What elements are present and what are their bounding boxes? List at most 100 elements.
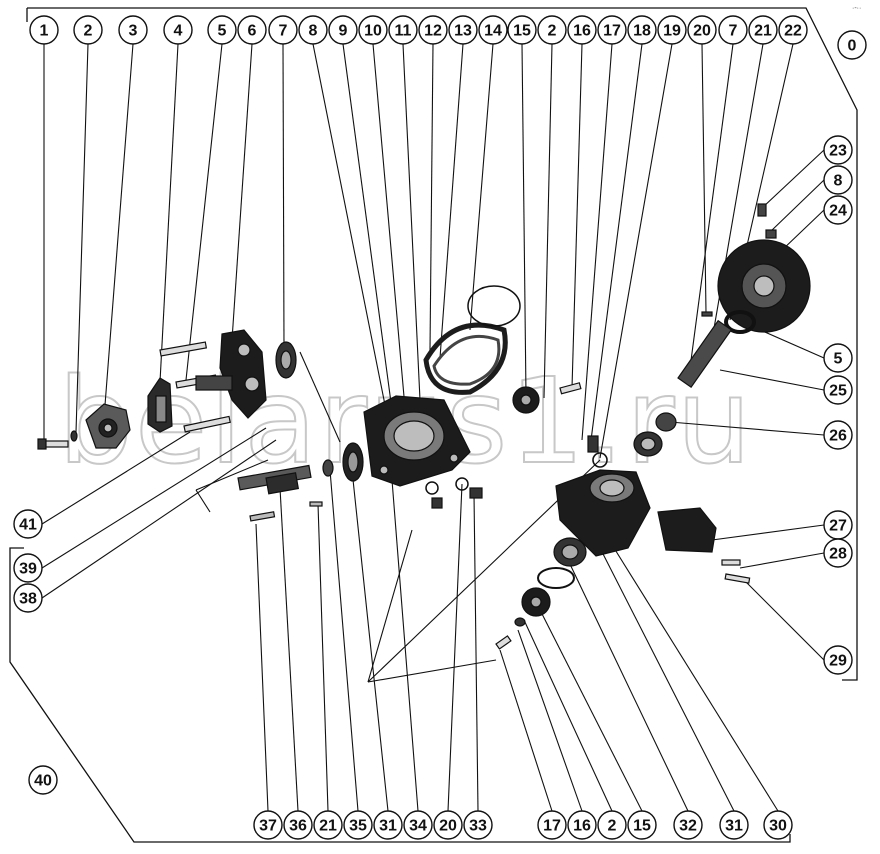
- callout-circle: [748, 15, 778, 45]
- callout-number: 31: [379, 818, 397, 835]
- assembly-frame: [9, 7, 858, 843]
- leader-line: [469, 43, 494, 331]
- bearing-26-part: [633, 412, 677, 457]
- leader-line: [342, 43, 393, 411]
- leader-line: [279, 487, 299, 812]
- callout-top: 2: [73, 15, 103, 45]
- callout-bottom: 37: [253, 810, 283, 840]
- callout-bottom: 2: [597, 810, 627, 840]
- callout-number: 32: [679, 818, 697, 835]
- callout-top: 14: [478, 15, 508, 45]
- callout-number: 38: [19, 591, 37, 608]
- small-gear-part: [512, 386, 540, 414]
- leader-line: [231, 43, 253, 341]
- callout-number: 31: [725, 818, 743, 835]
- callout-circle: [313, 810, 343, 840]
- lower-washer-part: [514, 617, 526, 627]
- callout-bottom: 21: [313, 810, 343, 840]
- output-shaft-part: [677, 319, 733, 389]
- callout-top: 3: [118, 15, 148, 45]
- callout-circle: [343, 810, 373, 840]
- callout-top: 16: [567, 15, 597, 45]
- callout-number: 2: [608, 818, 617, 835]
- leader-line: [402, 43, 421, 401]
- leader-line: [372, 43, 406, 409]
- callout-number: 37: [259, 818, 277, 835]
- lower-gear-part: [521, 587, 551, 617]
- leader-line: [779, 209, 825, 253]
- callout-right: 29: [823, 645, 853, 675]
- callout-circle: [763, 810, 793, 840]
- callout-circle: [478, 15, 508, 45]
- callout-circle: [13, 583, 43, 613]
- callout-circle: [719, 810, 749, 840]
- callout-circle: [823, 375, 853, 405]
- callout-left: 39: [13, 553, 43, 583]
- cover-housing-part: [555, 469, 651, 557]
- leader-line: [195, 489, 211, 513]
- callout-circle: [388, 15, 418, 45]
- callout-number: 40: [34, 773, 52, 790]
- callout-circle: [687, 15, 717, 45]
- callout-circle: [823, 135, 853, 165]
- leader-line: [739, 552, 825, 569]
- callout-top: 4: [163, 15, 193, 45]
- callout-bottom: 33: [463, 810, 493, 840]
- callout-number: 15: [633, 818, 651, 835]
- callout-top: 9: [328, 15, 358, 45]
- callout-right: 27: [823, 510, 853, 540]
- callout-number: 25: [829, 383, 847, 400]
- callout-number: 20: [693, 23, 711, 40]
- callout-circle: [823, 538, 853, 568]
- callout-circle: [597, 810, 627, 840]
- callout-right: 23: [823, 135, 853, 165]
- callout-number: 12: [424, 23, 442, 40]
- callout-number: 21: [319, 818, 337, 835]
- callout-circle: [718, 15, 748, 45]
- callout-number: 16: [573, 23, 591, 40]
- callout-top: 8: [298, 15, 328, 45]
- callout-top: 15: [507, 15, 537, 45]
- callout-right: 5: [823, 343, 853, 373]
- gearbox-housing-part: [363, 395, 471, 487]
- callout-bottom: 16: [567, 810, 597, 840]
- callout-top: 19: [657, 15, 687, 45]
- callout-number: 9: [339, 23, 348, 40]
- callout-number: 19: [663, 23, 681, 40]
- callout-top: 10: [358, 15, 388, 45]
- leader-line: [41, 439, 277, 599]
- leader-line: [391, 479, 419, 812]
- leader-line: [195, 459, 269, 491]
- callout-circle: [507, 15, 537, 45]
- leader-line: [567, 559, 689, 812]
- parts-drawing: [37, 203, 811, 650]
- leader-line: [255, 523, 269, 812]
- leader-line: [367, 659, 497, 683]
- snap-ring-part: [537, 567, 575, 589]
- callout-circle: [823, 195, 853, 225]
- bearing-32-part: [553, 537, 587, 567]
- callout-number: 6: [248, 23, 257, 40]
- leader-line: [317, 503, 329, 812]
- leader-line: [75, 43, 89, 433]
- callout-number: 4: [174, 23, 183, 40]
- callout-top: 6: [237, 15, 267, 45]
- callout-bottom: 17: [537, 810, 567, 840]
- callout-number: 0: [848, 38, 857, 55]
- pin-21-part: [309, 501, 323, 507]
- callout-number: 8: [834, 173, 843, 190]
- callout-number: 39: [19, 561, 37, 578]
- callout-bottom: 15: [627, 810, 657, 840]
- callout-number: 17: [603, 23, 621, 40]
- callout-circle: [28, 765, 58, 795]
- callout-top: 2: [537, 15, 567, 45]
- callout-bottom: 36: [283, 810, 313, 840]
- washer-part: [70, 430, 78, 442]
- callout-circle: [13, 509, 43, 539]
- callout-circle: [837, 30, 867, 60]
- leader-line: [473, 493, 479, 812]
- bolt-part: [37, 438, 69, 450]
- leader-line: [701, 43, 707, 313]
- hub-part: [85, 403, 131, 449]
